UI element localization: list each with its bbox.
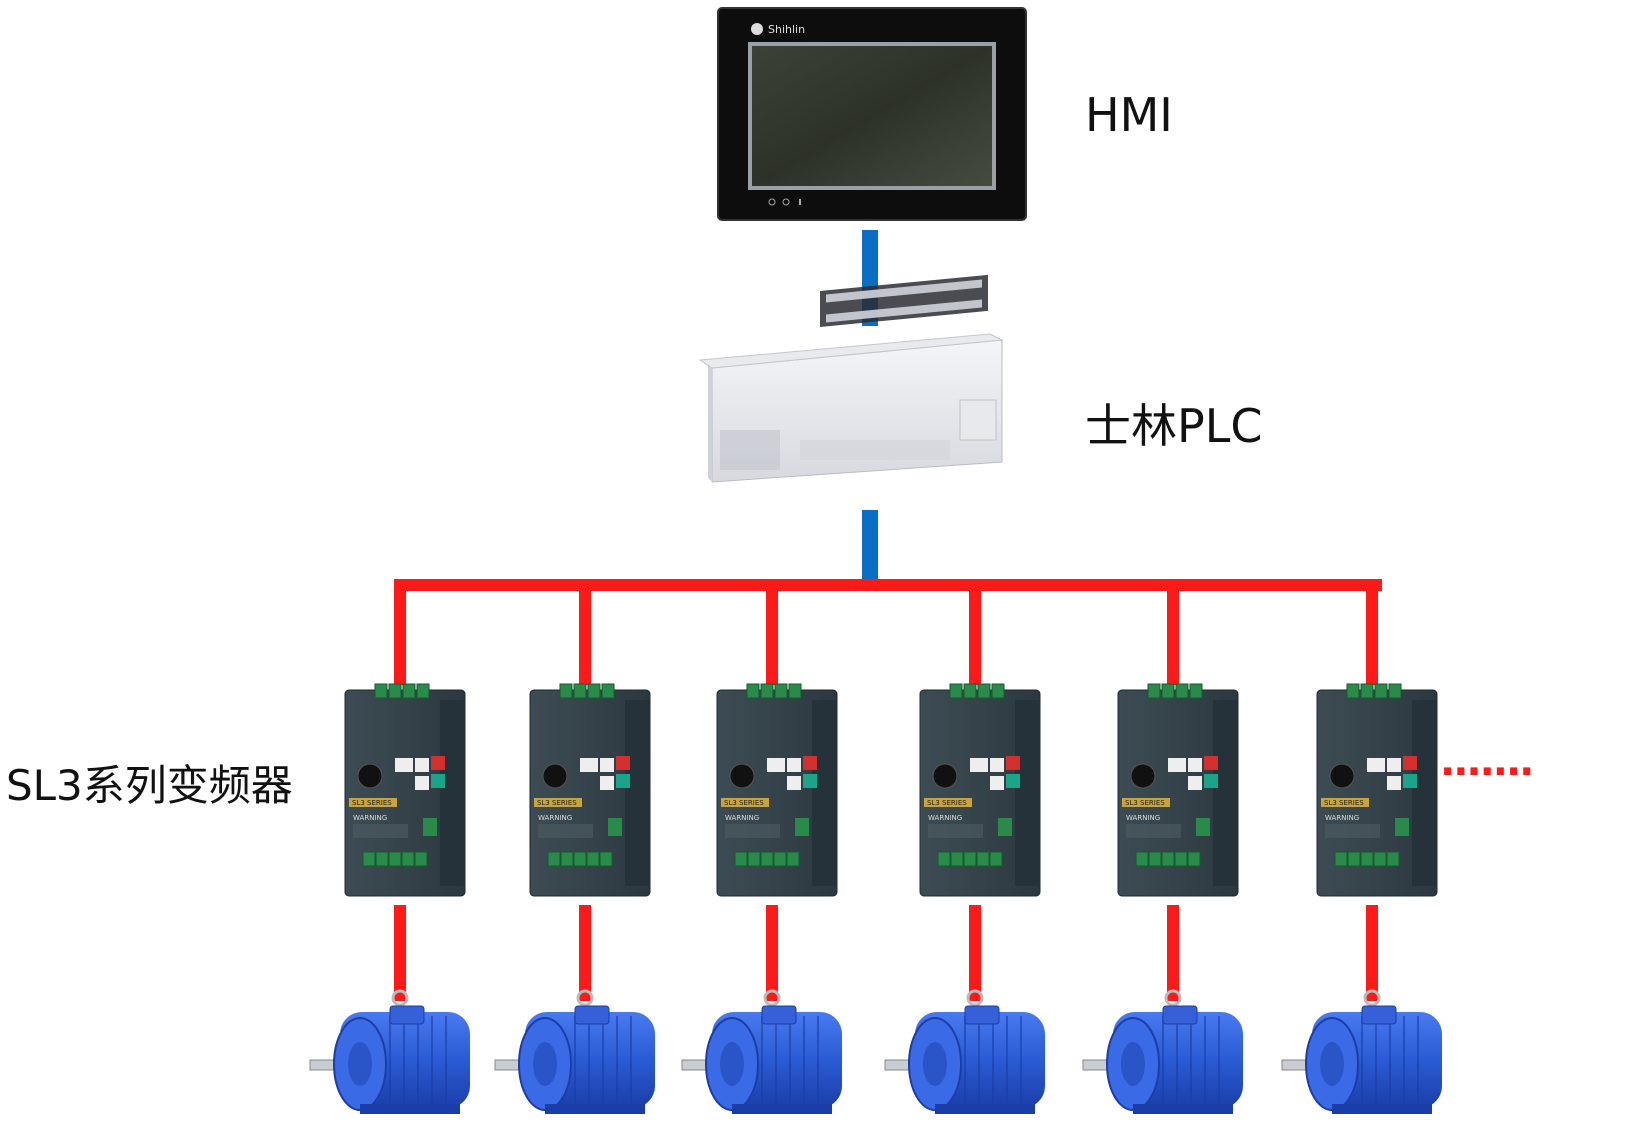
- refresh-icon: [782, 198, 790, 206]
- set-key: [580, 758, 598, 772]
- mode-key: [1204, 756, 1218, 770]
- up-key-icon: [1188, 758, 1202, 772]
- warning-text: WARNING: [928, 814, 962, 822]
- motor-power-link: [766, 905, 778, 1001]
- down-key-icon: [990, 776, 1004, 790]
- vfd-drive: SL3 SERIES WARNING: [529, 683, 651, 897]
- set-key: [395, 758, 413, 772]
- warning-text: WARNING: [725, 814, 759, 822]
- knob-icon: [542, 763, 568, 789]
- vfd-drive: SL3 SERIES WARNING: [1316, 683, 1438, 897]
- brand-logo-icon: [751, 23, 763, 35]
- vfd-drive: SL3 SERIES WARNING: [919, 683, 1041, 897]
- drive-column: SL3 SERIES WARNING: [884, 585, 1045, 1114]
- knob-icon: [357, 763, 383, 789]
- down-key-icon: [415, 776, 429, 790]
- warning-text: WARNING: [1126, 814, 1160, 822]
- motor: [1082, 989, 1243, 1114]
- power-icon: [768, 198, 776, 206]
- bus-drop-link: [579, 585, 591, 685]
- hmi-label: HMI: [1085, 88, 1173, 142]
- mode-key: [1403, 756, 1417, 770]
- up-key-icon: [415, 758, 429, 772]
- down-key-icon: [787, 776, 801, 790]
- run-key: [431, 774, 445, 788]
- rs485-bus: [394, 579, 1382, 591]
- indicator-icon: [799, 199, 801, 205]
- run-key: [1204, 774, 1218, 788]
- bus-drop-link: [394, 585, 406, 685]
- bus-drop-link: [1167, 585, 1179, 685]
- continuation-dots: ·······: [1440, 749, 1532, 795]
- hmi-brand-text: Shihlin: [768, 23, 805, 36]
- series-tag: SL3 SERIES: [927, 799, 967, 807]
- motor: [884, 989, 1045, 1114]
- down-key-icon: [1188, 776, 1202, 790]
- motor: [494, 989, 655, 1114]
- mode-key: [803, 756, 817, 770]
- drive-column: SL3 SERIES WARNING: [1281, 585, 1442, 1114]
- up-key-icon: [787, 758, 801, 772]
- plc-label: 士林PLC: [1085, 399, 1263, 453]
- knob-icon: [729, 763, 755, 789]
- up-key-icon: [990, 758, 1004, 772]
- knob-icon: [932, 763, 958, 789]
- motor: [1281, 989, 1442, 1114]
- mode-key: [616, 756, 630, 770]
- vfd-drive: SL3 SERIES WARNING: [344, 683, 466, 897]
- motor-power-link: [1366, 905, 1378, 1001]
- motor: [681, 989, 842, 1114]
- run-key: [803, 774, 817, 788]
- run-key: [1403, 774, 1417, 788]
- mode-key: [431, 756, 445, 770]
- drive-column: SL3 SERIES WARNING: [309, 585, 470, 1114]
- knob-icon: [1329, 763, 1355, 789]
- motor: [309, 989, 470, 1114]
- set-key: [1367, 758, 1385, 772]
- warning-text: WARNING: [353, 814, 387, 822]
- set-key: [767, 758, 785, 772]
- motor-power-link: [1167, 905, 1179, 1001]
- up-key-icon: [1387, 758, 1401, 772]
- motor-power-link: [969, 905, 981, 1001]
- plc-bus-link: [862, 510, 878, 584]
- vfd-drive: SL3 SERIES WARNING: [1117, 683, 1239, 897]
- motor-power-link: [579, 905, 591, 1001]
- set-key: [1168, 758, 1186, 772]
- warning-text: WARNING: [1325, 814, 1359, 822]
- up-key-icon: [600, 758, 614, 772]
- drive-column: SL3 SERIES WARNING: [681, 585, 842, 1114]
- bus-drop-link: [1366, 585, 1378, 685]
- vfd-series-label: SL3系列变频器: [6, 761, 293, 810]
- series-tag: SL3 SERIES: [1324, 799, 1364, 807]
- drive-column: SL3 SERIES WARNING: [494, 585, 655, 1114]
- run-key: [1006, 774, 1020, 788]
- hmi-device: Shihlin: [717, 7, 1027, 221]
- run-key: [616, 774, 630, 788]
- mode-key: [1006, 756, 1020, 770]
- knob-icon: [1130, 763, 1156, 789]
- set-key: [970, 758, 988, 772]
- plc-device: [698, 274, 1004, 483]
- series-tag: SL3 SERIES: [537, 799, 577, 807]
- down-key-icon: [600, 776, 614, 790]
- series-tag: SL3 SERIES: [1125, 799, 1165, 807]
- motor-power-link: [394, 905, 406, 1001]
- warning-text: WARNING: [538, 814, 572, 822]
- drive-column: SL3 SERIES WARNING: [1082, 585, 1243, 1114]
- series-tag: SL3 SERIES: [724, 799, 764, 807]
- series-tag: SL3 SERIES: [352, 799, 392, 807]
- bus-drop-link: [969, 585, 981, 685]
- down-key-icon: [1387, 776, 1401, 790]
- vfd-drive: SL3 SERIES WARNING: [716, 683, 838, 897]
- bus-drop-link: [766, 585, 778, 685]
